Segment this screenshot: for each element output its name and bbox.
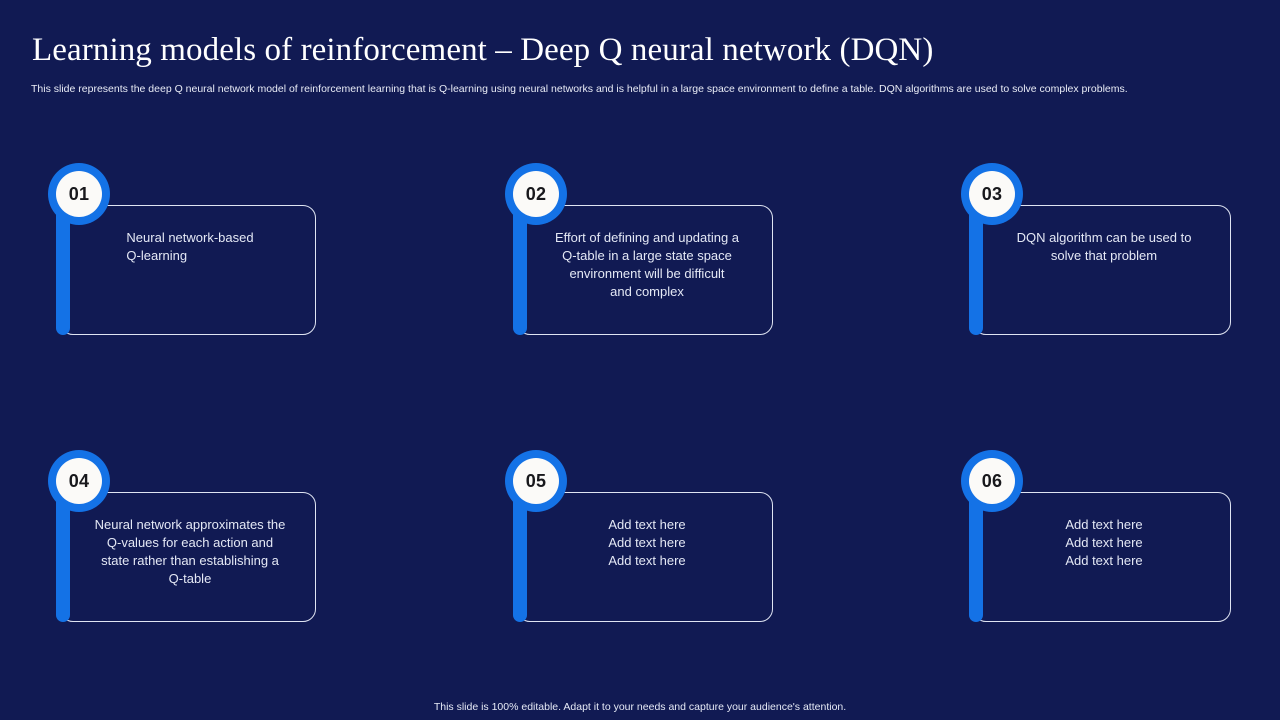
card-line: Add text here bbox=[1065, 517, 1143, 532]
card-line: Effort of defining and updating a bbox=[554, 230, 740, 245]
card-line: Q-table in a large state space bbox=[562, 248, 732, 263]
card-number-label-04: 04 bbox=[56, 458, 102, 504]
slide-footer: This slide is 100% editable. Adapt it to… bbox=[433, 701, 847, 713]
card-01[interactable]: 01 Neural network-based Q-learning bbox=[48, 163, 368, 338]
card-line: Add text here bbox=[608, 535, 686, 550]
card-text-05: Add text here Add text here Add text her… bbox=[531, 516, 763, 570]
card-accent-bar-04 bbox=[56, 474, 70, 622]
card-number-label-01: 01 bbox=[56, 171, 102, 217]
card-number-label-02: 02 bbox=[513, 171, 559, 217]
card-line-block-06: Add text here Add text here Add text her… bbox=[1065, 516, 1142, 570]
card-line: Add text here bbox=[1065, 535, 1143, 550]
card-line: Q-learning bbox=[126, 248, 188, 263]
card-line-block-01: Neural network-based Q-learning bbox=[126, 229, 253, 265]
slide-subtitle: This slide represents the deep Q neural … bbox=[31, 83, 1128, 95]
page-title: Learning models of reinforcement – Deep … bbox=[32, 32, 934, 68]
card-number-badge-05[interactable]: 05 bbox=[505, 450, 567, 512]
card-line: Add text here bbox=[1065, 553, 1143, 568]
card-06[interactable]: 06 Add text here Add text here Add text … bbox=[961, 450, 1280, 625]
card-line: state rather than establishing a bbox=[101, 553, 279, 568]
card-text-01: Neural network-based Q-learning bbox=[74, 229, 306, 265]
card-accent-bar-01 bbox=[56, 187, 70, 335]
card-line: Add text here bbox=[608, 517, 686, 532]
card-03[interactable]: 03 DQN algorithm can be used to solve th… bbox=[961, 163, 1280, 338]
card-text-03: DQN algorithm can be used to solve that … bbox=[987, 229, 1221, 265]
card-outline-03 bbox=[973, 205, 1231, 335]
card-02[interactable]: 02 Effort of defining and updating a Q-t… bbox=[505, 163, 825, 338]
card-outline-01 bbox=[60, 205, 316, 335]
card-line: Neural network approximates the bbox=[94, 517, 286, 532]
card-04[interactable]: 04 Neural network approximates the Q-val… bbox=[48, 450, 368, 625]
card-05[interactable]: 05 Add text here Add text here Add text … bbox=[505, 450, 825, 625]
card-number-badge-04[interactable]: 04 bbox=[48, 450, 110, 512]
card-number-badge-01[interactable]: 01 bbox=[48, 163, 110, 225]
card-line: Q-table bbox=[168, 571, 212, 586]
card-text-06: Add text here Add text here Add text her… bbox=[987, 516, 1221, 570]
card-accent-bar-06 bbox=[969, 474, 983, 622]
card-accent-bar-05 bbox=[513, 474, 527, 622]
card-number-badge-06[interactable]: 06 bbox=[961, 450, 1023, 512]
card-line: Neural network-based bbox=[126, 230, 254, 245]
card-line: environment will be difficult bbox=[569, 266, 725, 281]
card-accent-bar-02 bbox=[513, 187, 527, 335]
card-number-label-05: 05 bbox=[513, 458, 559, 504]
card-number-badge-02[interactable]: 02 bbox=[505, 163, 567, 225]
card-line: Add text here bbox=[608, 553, 686, 568]
card-text-04: Neural network approximates the Q-values… bbox=[74, 516, 306, 588]
card-number-label-06: 06 bbox=[969, 458, 1015, 504]
card-text-02: Effort of defining and updating a Q-tabl… bbox=[531, 229, 763, 301]
card-number-label-03: 03 bbox=[969, 171, 1015, 217]
card-line: Q-values for each action and bbox=[106, 535, 274, 550]
card-line: DQN algorithm can be used to bbox=[1016, 230, 1192, 245]
card-line: and complex bbox=[610, 284, 684, 299]
card-accent-bar-03 bbox=[969, 187, 983, 335]
card-number-badge-03[interactable]: 03 bbox=[961, 163, 1023, 225]
card-line: solve that problem bbox=[1050, 248, 1158, 263]
card-line-block-05: Add text here Add text here Add text her… bbox=[608, 516, 685, 570]
